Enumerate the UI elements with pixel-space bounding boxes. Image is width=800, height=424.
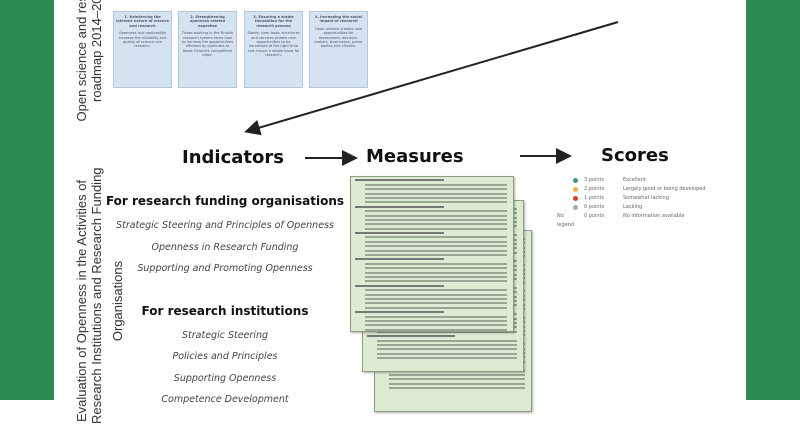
measure-text-line — [365, 223, 507, 226]
evaluation-label-line2: Research Institutions and Research Fundi… — [89, 167, 104, 424]
arrows — [244, 21, 619, 166]
measure-text-line — [365, 328, 507, 331]
measure-text-line — [365, 183, 507, 186]
left-border — [0, 0, 54, 400]
scores-heading: Scores — [601, 145, 669, 166]
measure-text-line — [355, 258, 445, 261]
measure-text-line — [365, 319, 507, 322]
institutions-title: For research institutions — [141, 304, 309, 318]
measure-text-line — [365, 201, 507, 204]
score-dot-icon — [573, 205, 578, 210]
score-points: 0 points — [584, 204, 605, 210]
score-points: 0 points — [584, 213, 605, 219]
score-dot-icon — [573, 178, 578, 183]
box-body: Those working in the Finnish research sy… — [181, 31, 234, 58]
institutions-item: Policies and Principles — [172, 351, 278, 362]
score-desc: Somewhat lacking — [623, 195, 669, 201]
measure-text-line — [365, 188, 507, 191]
measure-text-line — [355, 232, 445, 235]
score-no-legend: No legend — [557, 213, 575, 228]
measure-text-line — [365, 196, 507, 199]
funders-item: Supporting and Promoting Openness — [137, 263, 313, 274]
funders-item: Strategic Steering and Principles of Ope… — [116, 220, 334, 231]
measure-text-line — [365, 297, 507, 300]
measure-text-line — [365, 315, 507, 318]
measure-text-line — [355, 205, 445, 208]
measure-text-line — [377, 348, 517, 351]
measure-text-line — [365, 306, 507, 309]
measure-text-line — [389, 382, 525, 385]
measures-heading: Measures — [366, 146, 464, 167]
measure-text-line — [365, 267, 507, 270]
measure-text-line — [365, 227, 507, 230]
score-dot-icon — [573, 187, 578, 192]
measure-text-line — [365, 218, 507, 221]
score-desc: Lacking — [623, 204, 643, 210]
measure-text-line — [389, 387, 525, 390]
roadmap-box-2: 2. Strengthening openness-related expert… — [178, 11, 237, 88]
measure-text-line — [365, 280, 507, 283]
measure-text-line — [365, 214, 507, 217]
box-body: Openness and replicability increase the … — [118, 31, 167, 49]
evaluation-label: Evaluation of Openness in the Activities… — [74, 167, 125, 424]
box-title: 4. Increasing the social impact of resea… — [314, 15, 363, 24]
measure-text-line — [365, 262, 507, 265]
box-body: Open science creates new opportunities f… — [314, 26, 363, 49]
measure-text-line — [365, 245, 507, 248]
roadmap-box-1: 1. Reinforcing the intrinsic nature of s… — [113, 11, 172, 88]
measure-text-line — [377, 357, 517, 360]
score-points: 3 points — [584, 177, 605, 183]
measure-text-line — [365, 293, 507, 296]
score-desc: Excellent — [623, 177, 646, 183]
measures-sheet-1 — [350, 176, 514, 332]
box-title: 3. Ensuring a stable foundation for the … — [253, 15, 294, 28]
measure-text-line — [377, 343, 517, 346]
institutions-item: Supporting Openness — [173, 373, 277, 384]
institutions-item: Strategic Steering — [181, 330, 268, 341]
measure-text-line — [377, 352, 517, 355]
measure-text-line — [389, 373, 525, 376]
diagonal-arrow — [244, 21, 619, 136]
funders-item: Openness in Research Funding — [151, 242, 299, 253]
roadmap-box-3: 3. Ensuring a stable foundation for the … — [244, 11, 303, 88]
score-points: 1 points — [584, 195, 605, 201]
box-title: 1. Reinforcing the intrinsic nature of s… — [116, 15, 169, 28]
evaluation-label-line1: Evaluation of Openness in the Activities… — [74, 179, 89, 423]
score-desc: Largely good or being developed — [623, 186, 706, 192]
measure-text-line — [365, 275, 507, 278]
measure-text-line — [355, 311, 445, 314]
measure-text-line — [367, 335, 455, 338]
measure-text-line — [355, 179, 445, 182]
score-desc: No information available — [623, 213, 685, 219]
measure-text-line — [365, 302, 507, 305]
box-body: Stable, clear basic structures and servi… — [247, 31, 300, 58]
evaluation-label-line3: Organisations — [110, 260, 125, 342]
measure-text-line — [365, 236, 507, 239]
measure-text-line — [365, 271, 507, 274]
measure-text-line — [389, 378, 525, 381]
roadmap-box-4: 4. Increasing the social impact of resea… — [309, 11, 368, 88]
box-title: 2. Strengthening openness-related expert… — [189, 15, 226, 28]
score-dot-icon — [573, 196, 578, 201]
measure-text-line — [365, 210, 507, 213]
right-border — [746, 0, 800, 400]
measure-text-line — [365, 240, 507, 243]
indicators-heading: Indicators — [182, 147, 284, 168]
measure-text-line — [377, 339, 517, 342]
score-points: 2 points — [584, 186, 605, 192]
measure-text-line — [365, 249, 507, 252]
funders-title: For research funding organisations — [105, 194, 345, 208]
measure-text-line — [365, 289, 507, 292]
measure-text-line — [365, 254, 507, 257]
measure-text-line — [355, 284, 445, 287]
measure-text-line — [365, 324, 507, 327]
measure-text-line — [365, 192, 507, 195]
